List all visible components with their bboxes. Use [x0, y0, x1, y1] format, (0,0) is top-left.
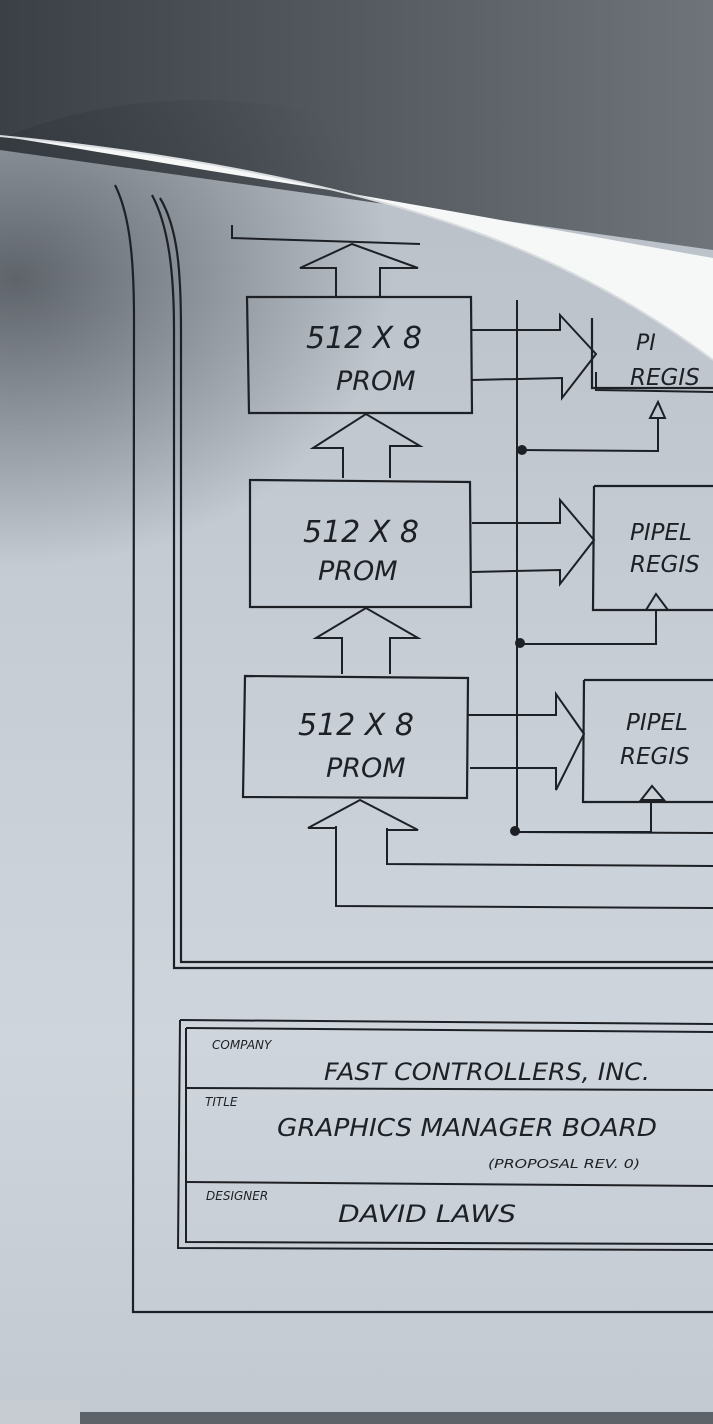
register-3-line1: PIPEL — [626, 710, 688, 736]
title-note: (PROPOSAL REV. 0) — [488, 1157, 640, 1171]
register-1-line2: REGIS — [630, 365, 700, 391]
prom-2-size: 512 X 8 — [303, 515, 419, 550]
register-2-line2: REGIS — [630, 552, 700, 578]
register-2-line1: PIPEL — [630, 520, 692, 546]
designer-value: DAVID LAWS — [338, 1200, 516, 1228]
prom-3-size: 512 X 8 — [298, 708, 414, 743]
register-3-line2: REGIS — [620, 744, 690, 770]
bottom-edge — [0, 1412, 713, 1424]
title-label: TITLE — [205, 1095, 238, 1109]
prom-3-name: PROM — [326, 753, 406, 784]
register-1-line1: PI — [636, 331, 656, 356]
prom-1-name: PROM — [336, 366, 416, 397]
company-value: FAST CONTROLLERS, INC. — [324, 1058, 650, 1086]
title-value: GRAPHICS MANAGER BOARD — [277, 1113, 657, 1142]
designer-label: DESIGNER — [206, 1189, 268, 1203]
bottom-edge-left — [0, 1400, 80, 1424]
prom-1-size: 512 X 8 — [306, 321, 422, 356]
prom-2-name: PROM — [318, 556, 398, 587]
company-label: COMPANY — [212, 1038, 273, 1052]
